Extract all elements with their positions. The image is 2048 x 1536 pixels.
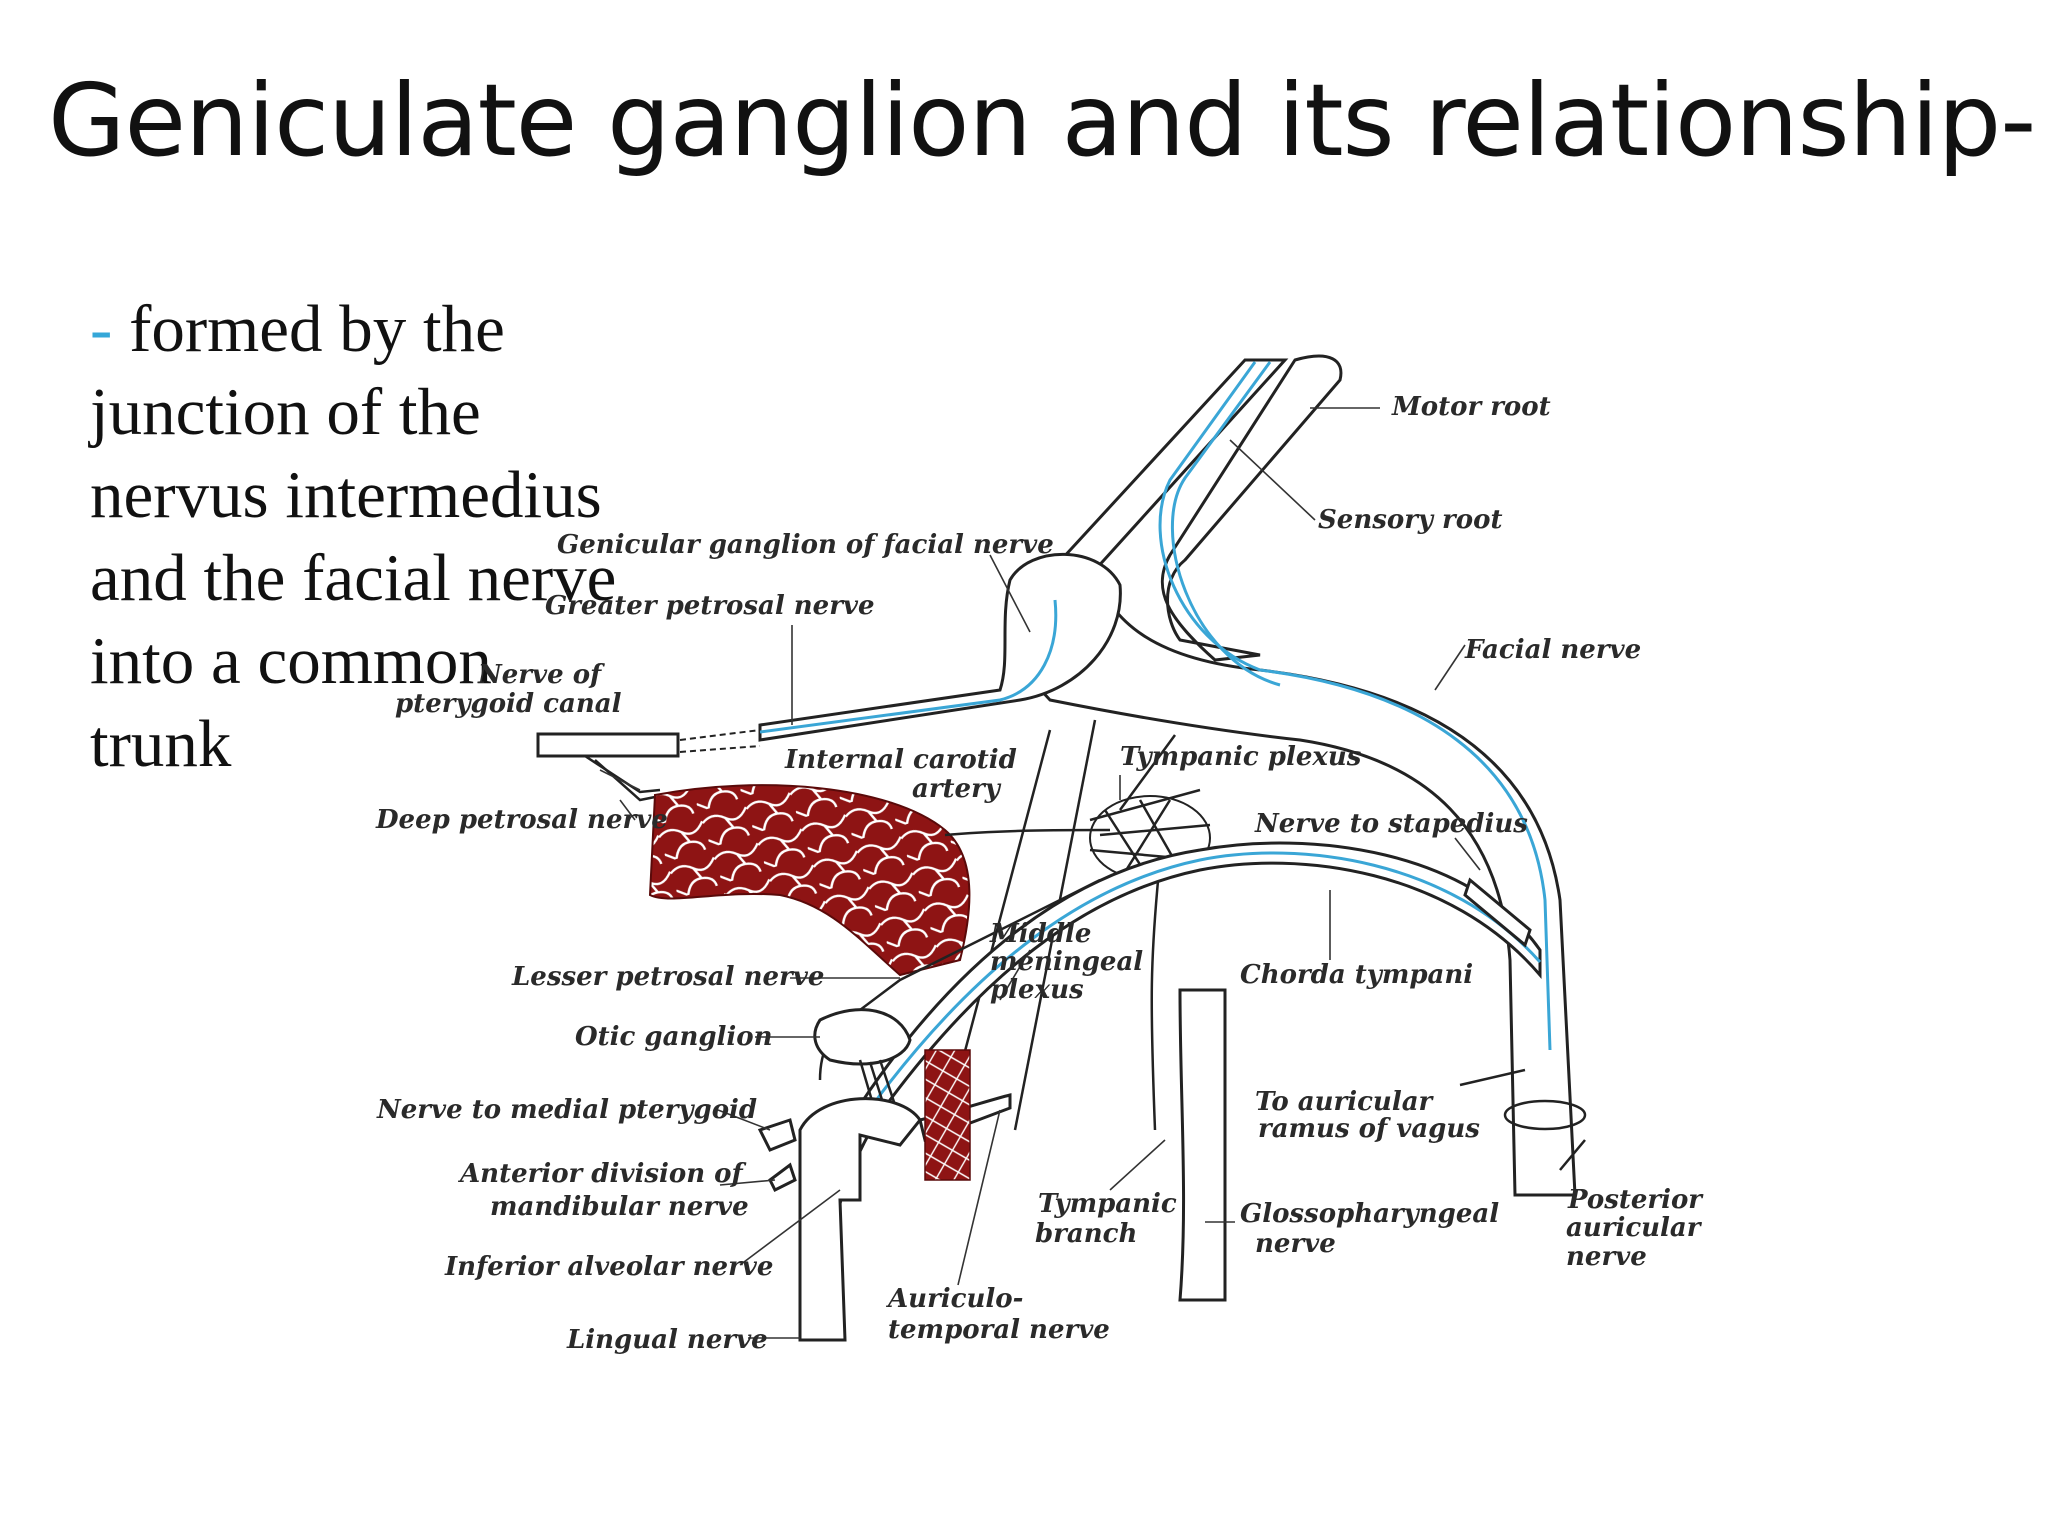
bullet-line-2: junction of the xyxy=(90,375,481,449)
greater-petrosal-nerve xyxy=(536,552,1122,802)
label-middle-meningeal-2: meningeal xyxy=(990,947,1143,977)
label-lingual-nerve: Lingual nerve xyxy=(566,1325,768,1355)
label-lesser-petrosal: Lesser petrosal nerve xyxy=(511,962,824,992)
label-nerve-to-stapedius: Nerve to stapedius xyxy=(1254,809,1528,839)
label-tympanic-branch-2: branch xyxy=(1035,1219,1137,1249)
label-anterior-division-2: mandibular nerve xyxy=(490,1192,749,1222)
facial-nerve-trunk xyxy=(1013,354,1577,1197)
label-chorda-tympani: Chorda tympani xyxy=(1240,960,1473,990)
label-deep-petrosal: Deep petrosal nerve xyxy=(375,805,668,835)
label-auriculotemporal-2: temporal nerve xyxy=(888,1315,1110,1345)
label-pterygoid-canal-1: Nerve of xyxy=(477,660,605,690)
label-otic-ganglion: Otic ganglion xyxy=(575,1022,773,1052)
label-anterior-division-1: Anterior division of xyxy=(457,1159,746,1189)
label-auriculotemporal-1: Auriculo- xyxy=(885,1284,1023,1314)
label-pterygoid-canal-2: pterygoid canal xyxy=(395,689,622,719)
bullet-line-3: nervus intermedius xyxy=(90,458,602,532)
bullet-line-1: formed by the xyxy=(129,292,505,366)
nerve-of-pterygoid-canal xyxy=(536,732,680,758)
label-middle-meningeal-3: plexus xyxy=(990,975,1084,1005)
posterior-auricular-nerve xyxy=(1459,1068,1587,1171)
label-leader-lines xyxy=(599,407,1481,1339)
middle-meningeal-artery xyxy=(924,1049,971,1181)
label-internal-carotid-2: artery xyxy=(912,774,1002,804)
bullet-text: - formed by the junction of the nervus int… xyxy=(90,288,650,786)
label-motor-root: Motor root xyxy=(1391,392,1551,422)
label-glossopharyngeal-1: Glossopharyngeal xyxy=(1240,1199,1499,1229)
label-tympanic-plexus: Tympanic plexus xyxy=(1120,742,1362,772)
glossopharyngeal-nerve xyxy=(1178,988,1227,1302)
bullet-dash: - xyxy=(90,292,113,366)
label-sensory-root: Sensory root xyxy=(1318,505,1502,535)
label-facial-nerve: Facial nerve xyxy=(1464,635,1641,665)
label-internal-carotid-1: Internal carotid xyxy=(784,745,1017,775)
diagram-labels: Motor root Sensory root Genicular gangli… xyxy=(375,392,1704,1355)
label-auricular-ramus-2: ramus of vagus xyxy=(1258,1114,1480,1144)
label-middle-meningeal-1: Middle xyxy=(989,919,1091,949)
label-genicular-ganglion: Genicular ganglion of facial nerve xyxy=(557,530,1054,560)
label-inferior-alveolar: Inferior alveolar nerve xyxy=(444,1252,773,1282)
label-posterior-auricular-3: nerve xyxy=(1566,1242,1647,1272)
label-tympanic-branch-1: Tympanic xyxy=(1038,1189,1177,1219)
label-auricular-ramus-1: To auricular xyxy=(1255,1087,1435,1117)
label-glossopharyngeal-2: nerve xyxy=(1255,1229,1336,1259)
nerve-to-stapedius xyxy=(1463,877,1532,948)
label-posterior-auricular-1: Posterior xyxy=(1567,1185,1704,1215)
bullet-line-6: trunk xyxy=(90,707,232,781)
label-posterior-auricular-2: auricular xyxy=(1566,1213,1703,1243)
slide-title: Geniculate ganglion and its relationship… xyxy=(48,62,2036,179)
internal-carotid-artery xyxy=(648,784,971,977)
label-medial-pterygoid: Nerve to medial pterygoid xyxy=(376,1095,757,1125)
bullet-line-4: and the facial nerve xyxy=(90,541,617,615)
bullet-line-5: into a common xyxy=(90,624,492,698)
label-greater-petrosal: Greater petrosal nerve xyxy=(545,591,875,621)
